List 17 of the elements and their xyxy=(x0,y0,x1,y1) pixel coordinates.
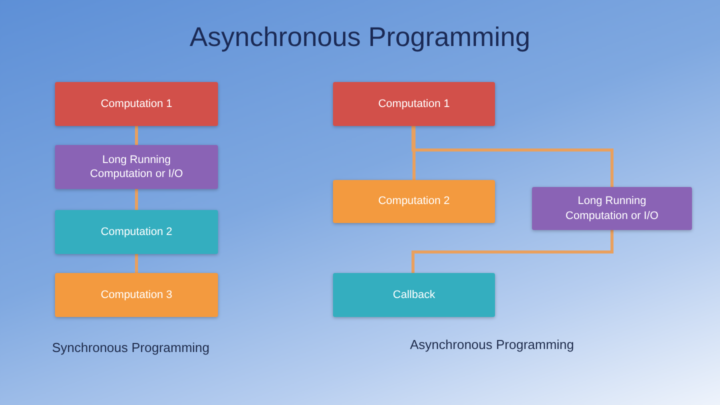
process-box: Callback xyxy=(333,273,495,317)
process-box: Computation 1 xyxy=(333,82,495,126)
connector-line xyxy=(135,189,138,210)
connector-line xyxy=(135,126,138,145)
io-box: Long Running Computation or I/O xyxy=(532,187,692,230)
caption-text: Synchronous Programming xyxy=(52,340,210,355)
process-box: Computation 2 xyxy=(55,210,218,254)
title: Asynchronous Programming xyxy=(188,22,532,53)
connector-line xyxy=(412,230,614,273)
connector-line xyxy=(135,254,138,273)
process-box: Computation 2 xyxy=(333,180,495,223)
connector-line xyxy=(412,126,416,180)
connector-line xyxy=(412,126,614,187)
caption-text: Asynchronous Programming xyxy=(410,337,574,352)
io-box: Long Running Computation or I/O xyxy=(55,145,218,189)
process-box: Computation 1 xyxy=(55,82,218,126)
process-box: Computation 3 xyxy=(55,273,218,317)
